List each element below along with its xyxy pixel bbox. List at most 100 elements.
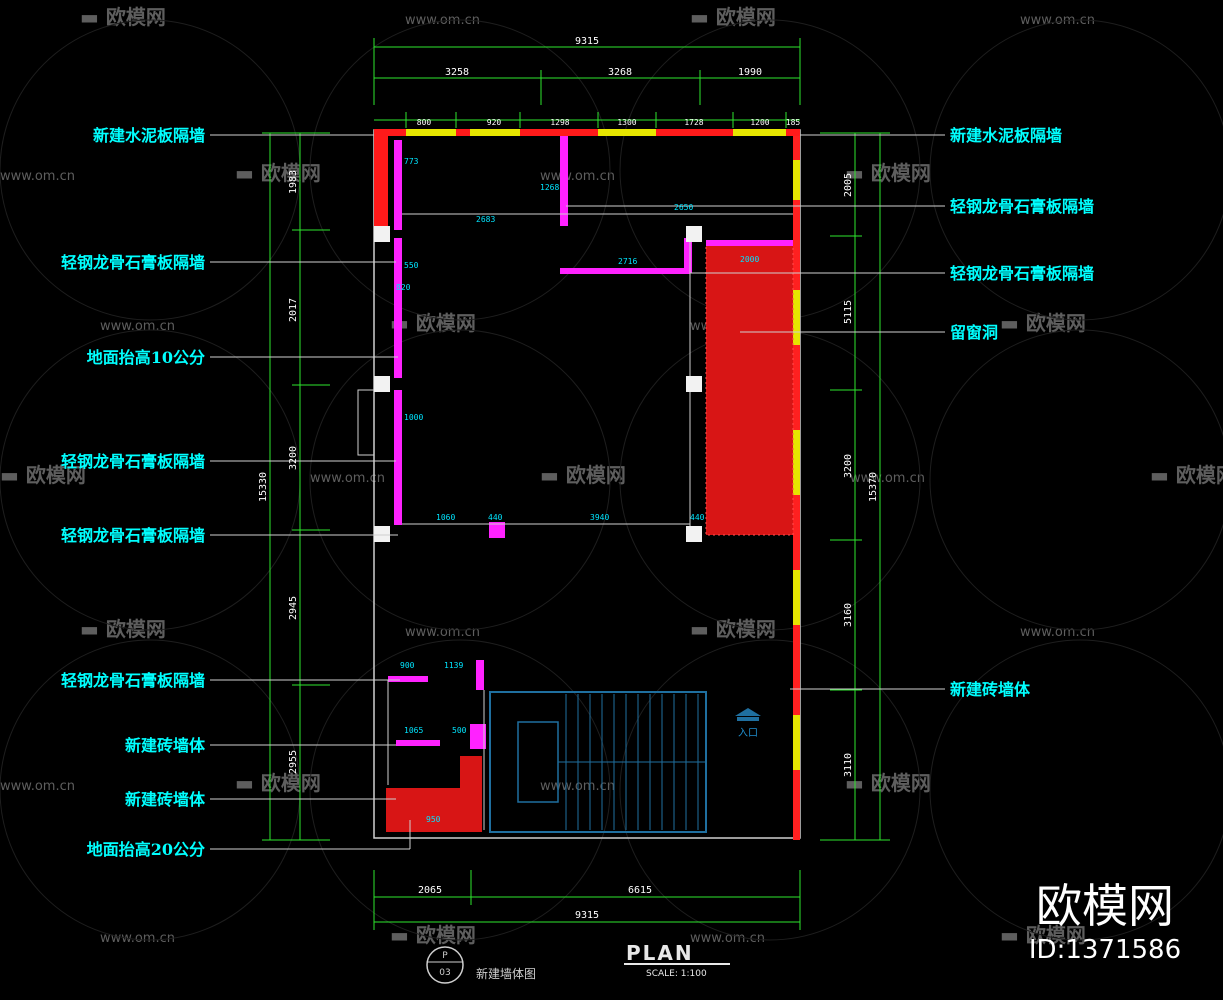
watermark-brand: ▬ 欧模网 <box>390 923 476 947</box>
dim-inner: 950 <box>426 815 441 824</box>
dim-right-segment: 2005 <box>843 173 854 197</box>
watermark-url: www.om.cn <box>0 169 75 184</box>
dim-right-segment: 5115 <box>843 300 854 324</box>
watermark-arc <box>929 329 1223 631</box>
building-walls <box>357 129 801 840</box>
dim-inner: 773 <box>404 157 419 166</box>
dim-left-segment: 3200 <box>288 446 299 470</box>
watermark-arc <box>619 639 921 941</box>
label-left-brick-wall: 新建砖墙体 <box>125 736 206 755</box>
dim-left-segment: 2017 <box>288 298 299 322</box>
dim-inner: 2650 <box>674 203 693 212</box>
dim-left-segment: 2955 <box>288 750 299 774</box>
label-left-gypsum-wall: 轻钢龙骨石膏板隔墙 <box>61 526 205 545</box>
watermark-url: www.om.cn <box>1020 625 1095 640</box>
dim-right-segment: 3110 <box>843 753 854 777</box>
dim-top-segment: 3268 <box>608 67 632 78</box>
dim-left-segment: 1983 <box>288 170 299 194</box>
label-left-gypsum-wall: 轻钢龙骨石膏板隔墙 <box>61 671 205 690</box>
watermark-brand: ▬ 欧模网 <box>235 161 321 185</box>
dim-inner: 1139 <box>444 661 463 670</box>
watermark-url: www.om.cn <box>100 319 175 334</box>
watermark-url: www.om.cn <box>405 625 480 640</box>
dim-right-segment: 3200 <box>843 454 854 478</box>
watermark-url: www.om.cn <box>1020 13 1095 28</box>
dim-top-opening: 185 <box>786 118 801 127</box>
plan-title: PLAN <box>626 941 694 965</box>
watermark-brand: ▬ 欧模网 <box>390 311 476 335</box>
dim-top-total: 9315 <box>575 36 599 47</box>
dim-top-opening: 1300 <box>617 118 636 127</box>
dim-top-opening: 1200 <box>750 118 769 127</box>
dim-inner: 2716 <box>618 257 637 266</box>
dim-bottom-segment: 6615 <box>628 885 652 896</box>
dim-inner: 440 <box>488 513 503 522</box>
dim-inner: 2683 <box>476 215 495 224</box>
label-right-gypsum-wall: 轻钢龙骨石膏板隔墙 <box>950 197 1094 216</box>
dim-left-total: 15330 <box>258 472 269 502</box>
scale-text: SCALE: 1:100 <box>646 969 707 979</box>
watermark-url: www.om.cn <box>540 169 615 184</box>
dim-inner: 440 <box>690 513 705 522</box>
dim-inner: 1000 <box>404 413 423 422</box>
label-left-brick-wall: 新建砖墙体 <box>125 790 206 809</box>
dim-top-opening: 1728 <box>684 118 703 127</box>
annotation-labels: 新建水泥板隔墙 轻钢龙骨石膏板隔墙 地面抬高10公分 轻钢龙骨石膏板隔墙 轻钢龙… <box>61 126 1094 859</box>
dim-inner: 1268 <box>540 183 559 192</box>
watermark-arc <box>309 19 611 321</box>
watermark-url: www.om.cn <box>0 779 75 794</box>
dim-top-opening: 1298 <box>550 118 569 127</box>
dim-inner: 1060 <box>436 513 455 522</box>
dim-inner: 500 <box>452 726 467 735</box>
watermark-url: www.om.cn <box>310 471 385 486</box>
brand-big-name: 欧模网 <box>1036 879 1174 933</box>
watermark-layer: ▬ 欧模网 www.om.cn ▬ 欧模网 www.om.cn www.om.cn ▬ 欧… <box>0 5 1223 947</box>
dim-right-total: 15370 <box>868 472 879 502</box>
watermark-url: www.om.cn <box>540 779 615 794</box>
label-right-gypsum-wall: 轻钢龙骨石膏板隔墙 <box>950 264 1094 283</box>
model-id: ID:1371586 <box>1029 935 1181 965</box>
sheet-letter: P <box>442 951 448 961</box>
watermark-arc <box>309 639 611 941</box>
stair-treads <box>558 694 706 830</box>
watermark-brand: ▬ 欧模网 <box>845 771 931 795</box>
label-left-gypsum-wall: 轻钢龙骨石膏板隔墙 <box>61 452 205 471</box>
label-left-floor-raise-10: 地面抬高10公分 <box>87 348 205 367</box>
label-left-gypsum-wall: 轻钢龙骨石膏板隔墙 <box>61 253 205 272</box>
dimension-lines <box>262 38 890 930</box>
entrance-label: 入口 <box>738 728 758 739</box>
watermark-arc <box>309 329 611 631</box>
label-right-brick-wall: 新建砖墙体 <box>950 680 1031 699</box>
dim-bottom-segment: 2065 <box>418 885 442 896</box>
dim-bottom-total: 9315 <box>575 910 599 921</box>
watermark-brand: ▬ 欧模网 <box>0 463 86 487</box>
watermark-brand: ▬ 欧模网 <box>80 617 166 641</box>
dim-top-segment: 3258 <box>445 67 469 78</box>
label-left-cement-board-wall: 新建水泥板隔墙 <box>93 126 205 145</box>
dim-top-opening: 800 <box>417 118 432 127</box>
dimension-labels: 9315 3258 3268 1990 800 920 1298 1300 17… <box>258 36 879 921</box>
watermark-brand: ▬ 欧模网 <box>235 771 321 795</box>
dim-inner: 550 <box>404 261 419 270</box>
dim-top-opening: 920 <box>487 118 502 127</box>
brand-watermark: 欧模网 ID:1371586 <box>1029 879 1181 965</box>
watermark-brand: ▬ 欧模网 <box>540 463 626 487</box>
drawing-number: 03 <box>439 968 450 978</box>
watermark-url: www.om.cn <box>100 931 175 946</box>
watermark-brand: ▬ 欧模网 <box>690 5 776 29</box>
drawing-number-circle <box>426 946 464 984</box>
watermark-brand: ▬ 欧模网 <box>1000 311 1086 335</box>
dim-inner: 1065 <box>404 726 423 735</box>
watermark-url: www.om.cn <box>850 471 925 486</box>
label-left-floor-raise-20: 地面抬高20公分 <box>87 840 205 859</box>
dim-inner: 2000 <box>740 255 759 264</box>
watermark-brand: ▬ 欧模网 <box>1150 463 1223 487</box>
drawing-name: 新建墙体图 <box>476 966 536 981</box>
dim-top-segment: 1990 <box>738 67 762 78</box>
dim-right-segment: 3160 <box>843 603 854 627</box>
watermark-brand: ▬ 欧模网 <box>80 5 166 29</box>
dim-left-segment: 2945 <box>288 596 299 620</box>
dim-inner: 900 <box>400 661 415 670</box>
watermark-arc <box>929 19 1223 321</box>
